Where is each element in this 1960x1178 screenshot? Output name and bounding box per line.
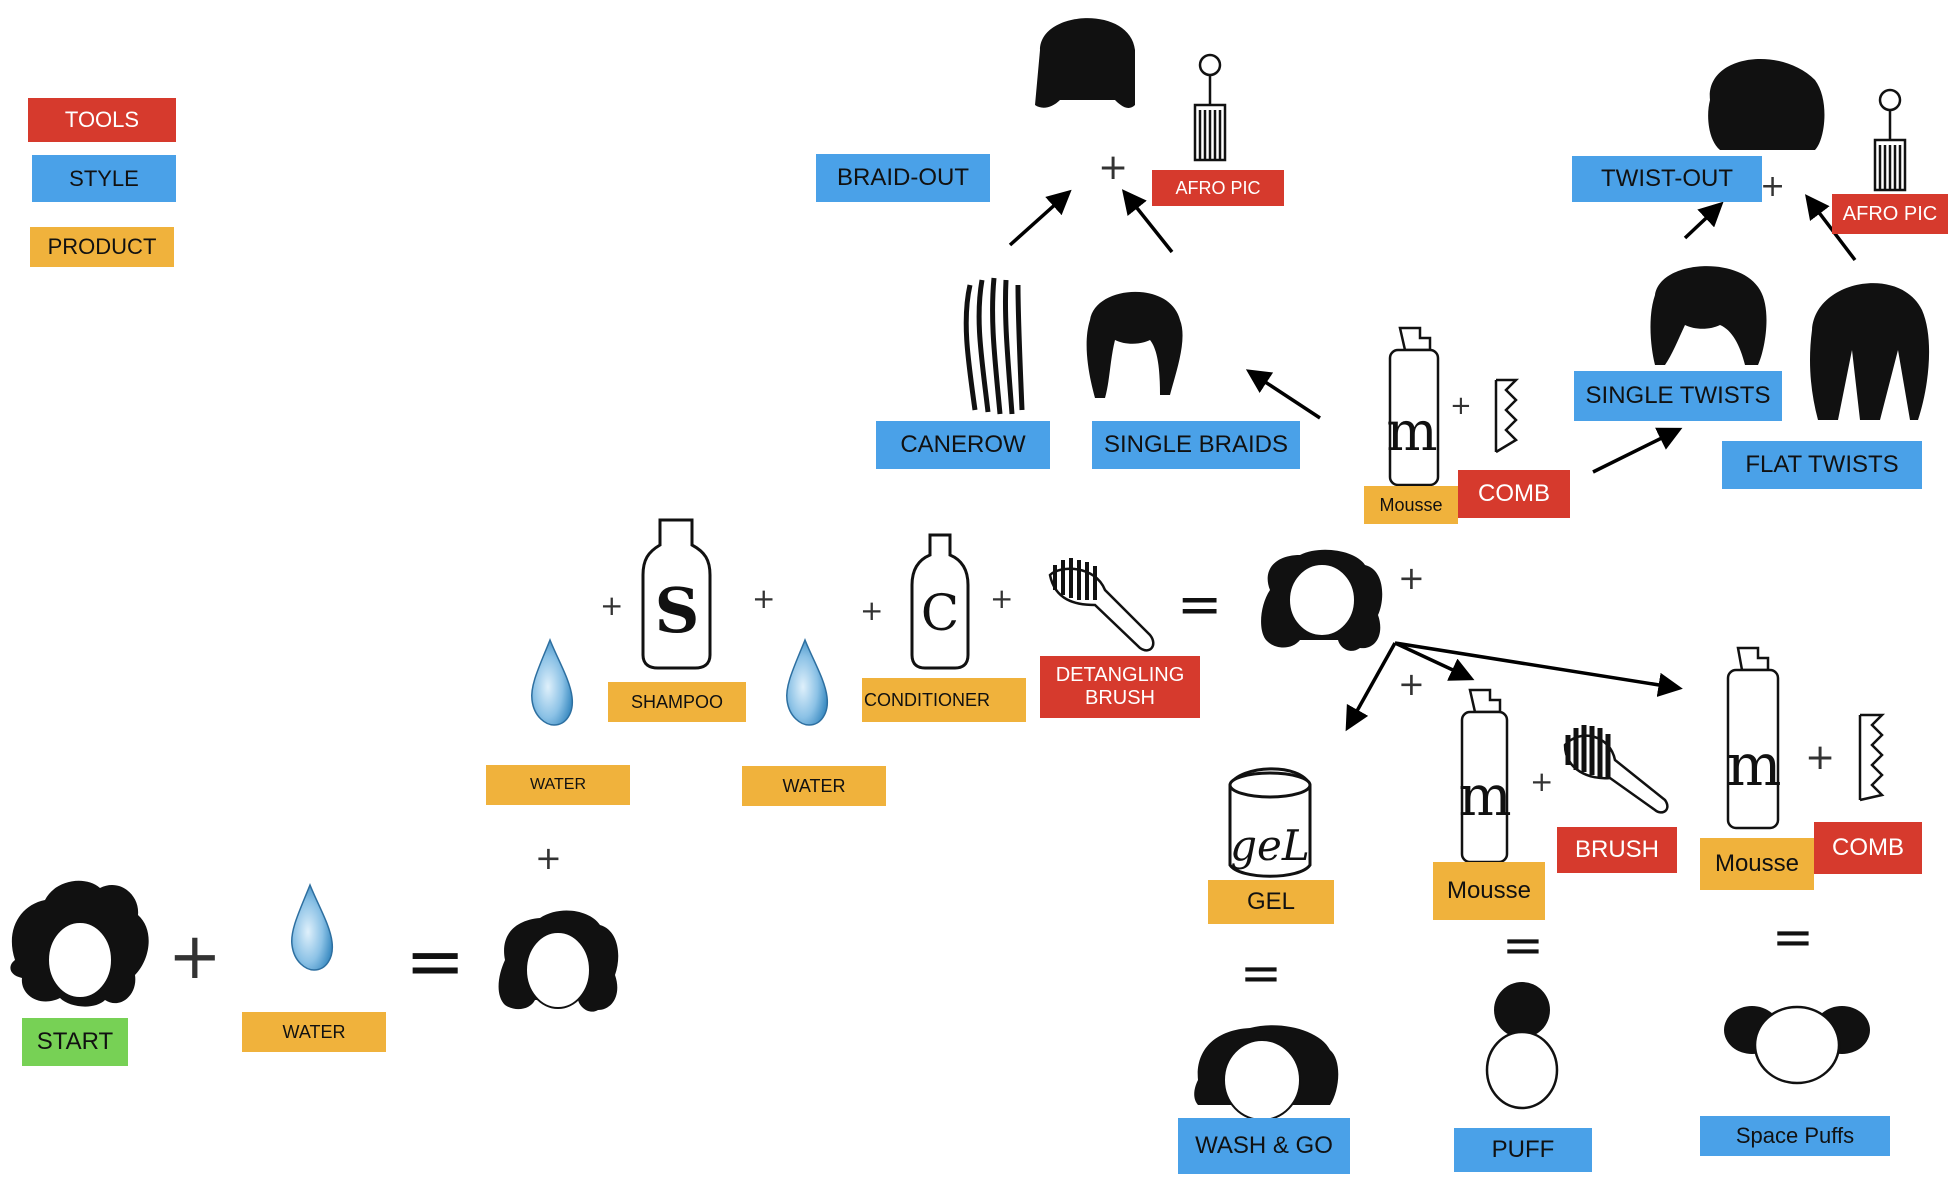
water-drop-icon (786, 637, 829, 726)
equals-symbol: = (1177, 573, 1223, 636)
water-label: WATER (242, 1012, 386, 1052)
mousse-bottle-icon (1460, 688, 1509, 864)
shampoo-letter: S (655, 574, 700, 647)
gel-label: GEL (1208, 880, 1334, 924)
legend-tools: TOOLS (28, 98, 176, 142)
plus-symbol: + (1805, 737, 1836, 778)
water-label: WATER (742, 766, 886, 806)
plus-symbol: + (1760, 169, 1786, 204)
mousse-bottle-icon (1726, 646, 1780, 830)
twists-icon (1708, 58, 1825, 150)
wet-hair-icon (498, 910, 619, 1012)
flat-twists-label: FLAT TWISTS (1722, 441, 1922, 489)
detangling-brush-icon (1048, 558, 1155, 652)
comb-icon (1494, 378, 1520, 454)
water-drop-icon (531, 637, 574, 726)
plus-symbol: + (1098, 147, 1129, 188)
gel-text: geL (1230, 821, 1310, 870)
comb-icon (1858, 713, 1886, 802)
braids-icon (1086, 291, 1183, 398)
arrows (1008, 189, 1857, 732)
twists-icon (1810, 283, 1930, 420)
legend-product: PRODUCT (30, 227, 174, 267)
puff-icon (1485, 982, 1559, 1110)
plus-symbol: + (168, 920, 222, 994)
mousse-label: Mousse (1433, 862, 1545, 920)
water-drop-icon (291, 882, 334, 971)
space-puffs-label: Space Puffs (1700, 1116, 1890, 1156)
braids-icon (1035, 18, 1135, 108)
wet-hair-icon (1261, 549, 1383, 651)
afro-pick-icon (1873, 88, 1907, 192)
plus-symbol: + (600, 589, 624, 622)
wash-and-go-label: WASH & GO (1178, 1118, 1350, 1174)
braids-icon (963, 277, 1025, 415)
comb-label: COMB (1814, 822, 1922, 874)
equals-symbol: = (1502, 916, 1544, 974)
plus-symbol: + (990, 582, 1014, 615)
mousse-bottle-icon (1388, 326, 1440, 487)
start-label: START (22, 1018, 128, 1066)
single-braids-label: SINGLE BRAIDS (1092, 421, 1300, 469)
space-puffs-icon (1724, 1005, 1870, 1085)
shampoo-bottle-icon (641, 518, 712, 670)
afro-pic-label: AFRO PIC (1152, 170, 1284, 206)
shampoo-label: SHAMPOO (608, 682, 746, 722)
mousse-letter: m (1458, 764, 1511, 829)
mousse-letter: m (1727, 731, 1782, 799)
plus-symbol: + (1398, 559, 1425, 597)
conditioner-bottle-icon (910, 533, 970, 670)
brush-label: BRUSH (1557, 827, 1677, 873)
conditioner-label: CONDITIONER (862, 678, 1026, 722)
plus-symbol: + (1398, 665, 1425, 703)
wet-hair-icon (1194, 1025, 1339, 1121)
puff-label: PUFF (1454, 1128, 1592, 1172)
detangling-brush-label: DETANGLING BRUSH (1040, 656, 1200, 718)
single-twists-label: SINGLE TWISTS (1574, 371, 1782, 421)
gel-jar-icon (1228, 767, 1312, 878)
detangling-brush-icon (1563, 725, 1669, 814)
mousse-letter: m (1386, 400, 1437, 463)
afro-pic-label: AFRO PIC (1832, 194, 1948, 234)
canerow-label: CANEROW (876, 421, 1050, 469)
equals-symbol: = (405, 919, 466, 1003)
water-label: WATER (486, 765, 630, 805)
afro-hair-icon (10, 880, 149, 1007)
equals-symbol: = (1240, 944, 1282, 1002)
braid-out-label: BRAID-OUT (816, 154, 990, 202)
mousse-label: Mousse (1700, 838, 1814, 890)
plus-symbol: + (860, 594, 884, 627)
twists-icon (1650, 266, 1767, 365)
twist-out-label: TWIST-OUT (1572, 156, 1762, 202)
comb-label: COMB (1458, 470, 1570, 518)
equals-symbol: = (1772, 908, 1814, 966)
conditioner-letter: C (921, 584, 959, 642)
plus-symbol: + (535, 839, 562, 877)
legend-style: STYLE (32, 155, 176, 202)
mousse-label: Mousse (1364, 486, 1458, 524)
plus-symbol: + (1450, 391, 1472, 421)
plus-symbol: + (1530, 765, 1554, 798)
afro-pick-icon (1193, 53, 1227, 162)
plus-symbol: + (752, 582, 776, 615)
